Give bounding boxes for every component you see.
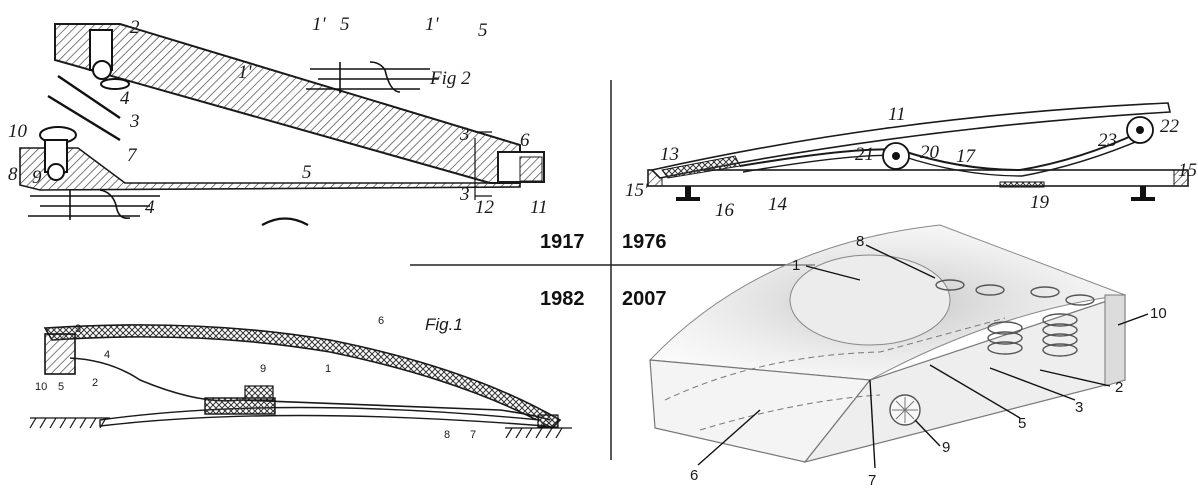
label-1917-8: 8: [8, 164, 18, 185]
spring-band-1976: [739, 131, 1141, 172]
label-1917-7: 7: [127, 145, 138, 166]
label-1982-5: 5: [58, 381, 64, 393]
label-1976-19: 19: [1030, 192, 1050, 213]
label-1976-17: 17: [956, 146, 977, 167]
label-2007-9: 9: [942, 439, 950, 456]
label-1976-15: 15: [1178, 160, 1197, 181]
label-1917-1prime-b: 1': [425, 14, 440, 35]
drawing-2007: 8 1 10 2 3 5 7 9 6: [648, 224, 1167, 489]
year-1982: 1982: [540, 288, 585, 310]
label-1982-6: 6: [378, 315, 384, 327]
label-1982-7: 7: [470, 429, 476, 441]
label-1917-9: 9: [32, 167, 42, 188]
label-2007-1: 1: [792, 257, 800, 274]
fig-mark-1: [28, 189, 160, 220]
label-2007-7: 7: [868, 472, 876, 489]
label-1917-11: 11: [530, 197, 548, 218]
drawing-1917: Fig 2 2 1' 5 1' 5 4 3 10 7 8 9 3 6 3 12 …: [8, 14, 548, 226]
label-1982-10: 10: [35, 381, 47, 393]
label-1982-9: 9: [260, 363, 266, 375]
label-1917-10: 10: [8, 121, 28, 142]
label-2007-3: 3: [1075, 399, 1083, 416]
top-plate-1976: [650, 102, 1171, 179]
label-1976-11: 11: [888, 104, 906, 125]
label-1976-13: 13: [660, 144, 679, 165]
base-plate-1917: [19, 147, 521, 191]
label-2007-2: 2: [1115, 379, 1123, 396]
label-1976-16: 16: [715, 200, 735, 221]
drawing-1982: Fig.1 6 3 4 9 1 10 5 2 8 7: [29, 315, 572, 441]
fig-1-label: Fig.1: [425, 315, 463, 334]
label-1976-15prime: 15': [625, 180, 649, 201]
label-1917-5a: 5: [340, 14, 350, 35]
small-arc-1917: [261, 217, 309, 226]
label-2007-8: 8: [856, 233, 864, 250]
label-1917-6: 6: [520, 130, 530, 151]
label-1917-3: 3: [129, 111, 140, 132]
label-1982-4: 4: [104, 349, 110, 361]
label-1976-14: 14: [768, 194, 788, 215]
fig-mark-2-text: Fig 2: [429, 68, 471, 89]
label-2007-6: 6: [690, 467, 698, 484]
label-1982-8: 8: [444, 429, 450, 441]
bottom-plate-1982: [99, 406, 547, 427]
drawing-1976: 11 13 15' 21 20 17 23 22 15 14 16 19: [625, 102, 1197, 221]
fig-mark-2: [306, 61, 438, 93]
label-1982-3: 3: [75, 323, 81, 335]
label-2007-5: 5: [1018, 415, 1026, 432]
label-1917-4: 4: [120, 88, 130, 109]
label-1917-1-board: 1': [238, 62, 253, 83]
springs-2007: [935, 279, 1095, 357]
label-1917-3b: 3: [459, 124, 470, 145]
label-1917-12: 12: [475, 197, 495, 218]
label-1917-5b: 5: [478, 20, 488, 41]
year-1976: 1976: [622, 231, 667, 253]
label-1917-2: 2: [130, 17, 140, 38]
year-1917: 1917: [540, 231, 585, 253]
label-1976-23: 23: [1098, 130, 1117, 151]
label-2007-10: 10: [1150, 305, 1167, 322]
label-1982-2: 2: [92, 377, 98, 389]
label-1917-1prime-a: 1': [312, 14, 327, 35]
label-1917-3c: 3: [459, 184, 470, 205]
base-board-1976: [647, 169, 1189, 187]
label-1976-22: 22: [1160, 116, 1180, 137]
label-1976-20: 20: [920, 142, 940, 163]
year-2007: 2007: [622, 288, 667, 310]
label-1917-4b: 4: [145, 197, 155, 218]
label-1917-5c: 5: [302, 162, 312, 183]
label-1976-21: 21: [855, 144, 874, 165]
label-1982-1: 1: [325, 363, 331, 375]
